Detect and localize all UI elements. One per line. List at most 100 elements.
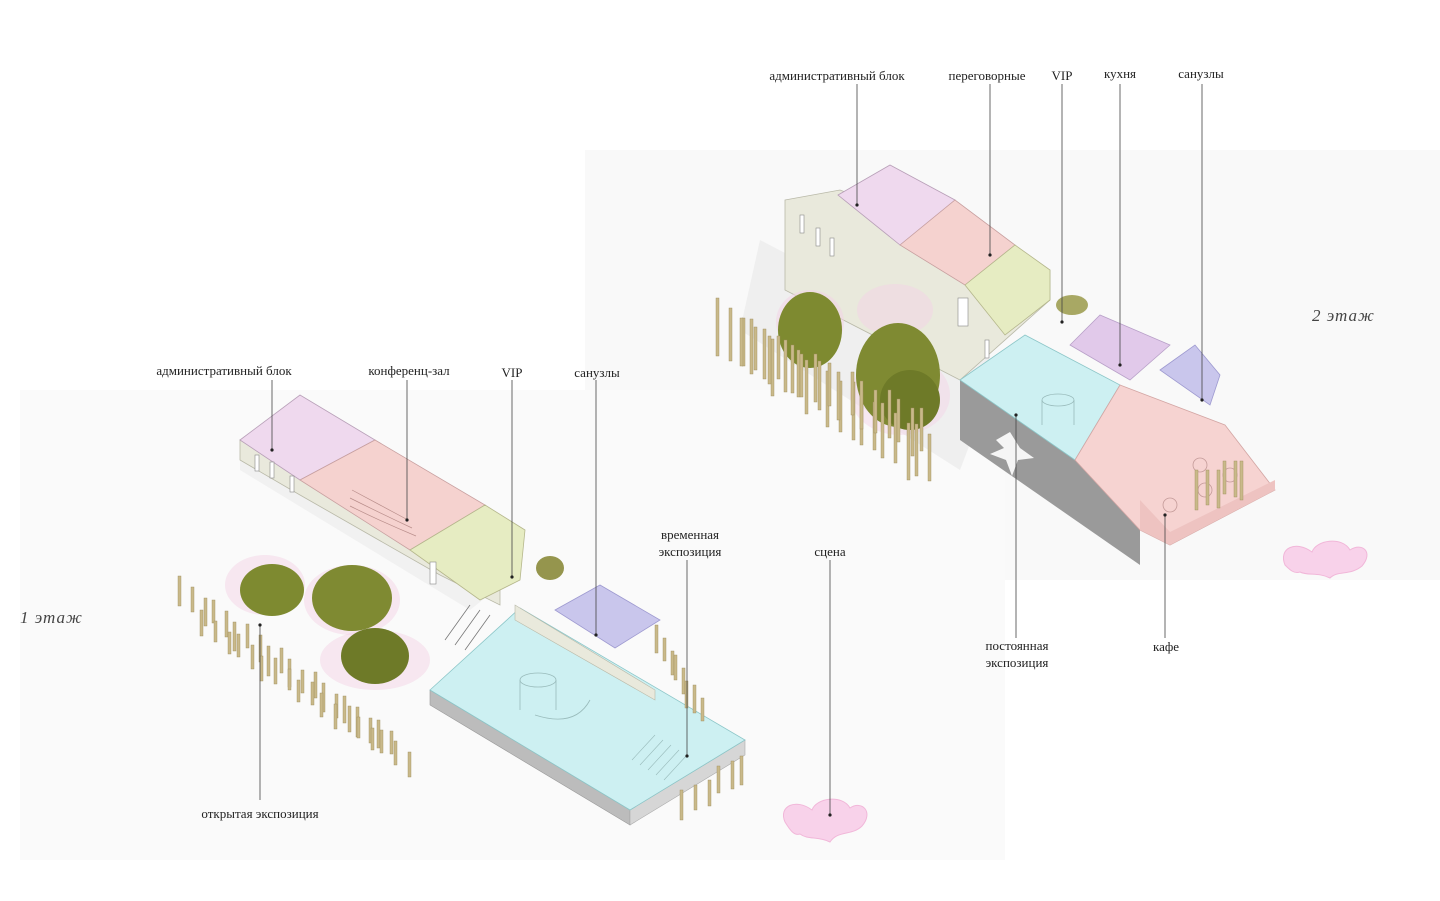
floor1-label-wc: санузлы: [574, 365, 620, 380]
floor1-trees: [225, 555, 430, 690]
pole: [700, 697, 705, 722]
pole: [347, 705, 352, 733]
floor1-vip: [409, 504, 526, 601]
floor2-label-vip: VIP: [1051, 68, 1073, 83]
pole: [370, 727, 375, 751]
floor2-title: 2 этаж: [1312, 306, 1375, 325]
pole: [1205, 469, 1210, 506]
pole: [236, 633, 241, 658]
pole: [783, 339, 788, 393]
floor2-wc: [1159, 344, 1221, 406]
floor1-label-admin: административный блок: [156, 363, 292, 378]
pole: [776, 335, 781, 380]
pole: [770, 338, 775, 397]
floor2-label-meeting: переговорные: [948, 68, 1026, 83]
pole: [273, 657, 278, 685]
pole: [753, 326, 758, 371]
leader-dots: [258, 203, 1204, 817]
floor1-right-poles: [654, 624, 744, 821]
pole: [379, 729, 384, 754]
pole: [827, 362, 832, 407]
pole: [342, 695, 347, 724]
pole: [296, 679, 301, 703]
pole: [393, 740, 398, 766]
pole: [796, 349, 801, 398]
pole: [287, 668, 292, 691]
pole: [389, 730, 394, 755]
floor2-flower-stage: [1282, 540, 1368, 579]
floor1-label-temp-expo-2: экспозиция: [658, 544, 722, 559]
pole: [767, 335, 772, 385]
pole: [684, 680, 689, 709]
pole: [654, 624, 659, 654]
floor2-label-wc: санузлы: [1178, 66, 1224, 81]
pole: [850, 371, 855, 416]
floor2-label-perm-expo-1: постоянная: [985, 638, 1049, 653]
pole: [310, 681, 315, 706]
pole: [813, 353, 818, 403]
pole: [693, 784, 698, 811]
pole: [224, 610, 229, 638]
pole: [407, 751, 412, 778]
pole: [896, 398, 901, 443]
pole: [804, 359, 809, 415]
pole: [319, 692, 324, 718]
pole: [673, 654, 678, 681]
leader-lines: [259, 84, 1203, 815]
pole: [1194, 469, 1199, 511]
pole: [715, 297, 720, 357]
pole: [199, 609, 204, 637]
pole: [906, 422, 911, 481]
pole: [880, 402, 885, 459]
pole: [376, 719, 381, 749]
floor2-label-perm-expo-2: экспозиция: [985, 655, 1049, 670]
pole: [692, 684, 697, 714]
floor2-poles: [715, 297, 932, 482]
pole: [893, 412, 898, 464]
pole: [817, 360, 822, 411]
pole: [716, 765, 721, 794]
floor1-flower-stage: [782, 798, 868, 843]
floor1-temporary-expo: [429, 607, 746, 811]
floor1-label-stage: сцена: [814, 544, 846, 559]
floor1-label-vip: VIP: [501, 365, 523, 380]
pole: [859, 380, 864, 430]
pole: [799, 353, 804, 398]
floor1-title: 1 этаж: [20, 608, 83, 627]
floor2-label-cafe: кафе: [1152, 639, 1180, 654]
pole: [259, 655, 264, 682]
floor1-label-open-expo: открытая экспозиция: [201, 806, 319, 821]
pole: [707, 779, 712, 807]
pole: [177, 575, 182, 607]
pole: [681, 667, 686, 695]
pole: [728, 307, 733, 362]
floor2-expo-wall: [960, 380, 1140, 565]
pole: [887, 389, 892, 439]
pole: [279, 647, 284, 674]
pole: [836, 371, 841, 421]
pole: [739, 317, 744, 367]
pole: [662, 637, 667, 662]
pole: [1222, 460, 1227, 495]
floor1-building: [239, 394, 746, 826]
pole: [250, 644, 255, 670]
floor2-cafe-poles: [1194, 460, 1244, 511]
pole: [790, 344, 795, 394]
pole: [670, 650, 675, 676]
pole: [1216, 469, 1221, 509]
pole: [919, 407, 924, 452]
floor1-label-temp-expo-1: временная: [660, 527, 720, 542]
pole: [213, 620, 218, 643]
pole: [266, 645, 271, 677]
pole: [300, 669, 305, 694]
floor2-vip: [964, 244, 1051, 336]
pole: [730, 760, 735, 790]
pole: [203, 597, 208, 627]
pole: [1233, 460, 1238, 498]
pole: [245, 623, 250, 649]
pole: [739, 755, 744, 786]
pole: [313, 671, 318, 699]
floor2-label-kitchen: кухня: [1103, 66, 1137, 81]
